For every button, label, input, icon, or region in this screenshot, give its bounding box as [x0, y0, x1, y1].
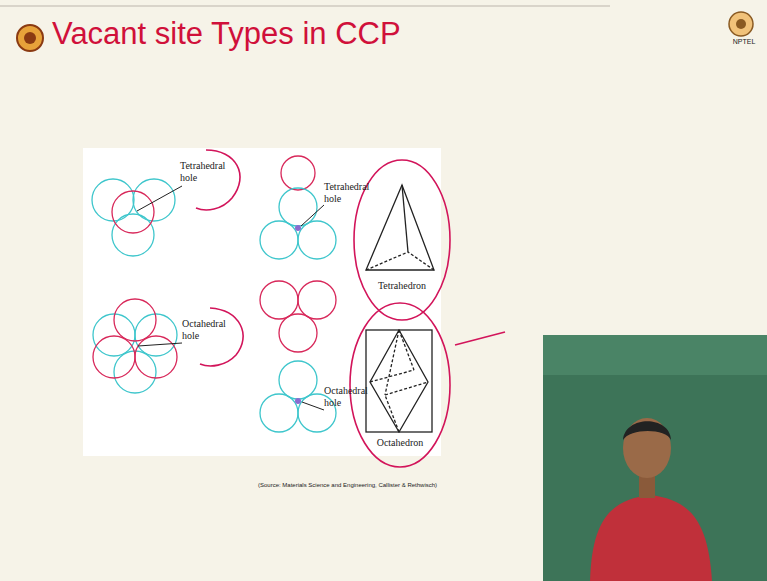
top-rule [0, 5, 610, 7]
logo-text: NPTEL [726, 38, 762, 46]
hole-label: Tetrahedral hole [324, 181, 372, 204]
nptel-logo [729, 12, 753, 36]
institute-logo [24, 32, 36, 44]
hole-dot [295, 398, 301, 404]
leader-line [301, 205, 324, 226]
slide-title: Vacant site Types in CCP [52, 16, 401, 52]
source-note: (Source: Materials Science and Engineeri… [258, 482, 508, 489]
tetrahedral-layer [260, 156, 336, 259]
hole-dot [295, 225, 301, 231]
octahedral-layer [93, 299, 177, 393]
leader-line [137, 186, 182, 211]
hole-label: Octahedral hole [182, 318, 228, 341]
hole-label: Tetrahedral hole [180, 160, 228, 183]
tetrahedral-layer [92, 179, 175, 256]
leader-line [302, 402, 324, 410]
hand-annotation [196, 150, 505, 467]
octahedron-figure [366, 330, 432, 432]
tetrahedron-figure [366, 185, 434, 270]
figure-panel [83, 148, 441, 456]
nptel-logo [736, 19, 746, 29]
lecturer-video [543, 335, 767, 581]
octahedral-layer [260, 281, 336, 432]
shape-label: Tetrahedron [364, 280, 440, 292]
shape-label: Octahedron [362, 437, 438, 449]
leader-line [138, 343, 182, 346]
hole-label: Octahedral hole [324, 385, 370, 408]
institute-logo [17, 25, 43, 51]
